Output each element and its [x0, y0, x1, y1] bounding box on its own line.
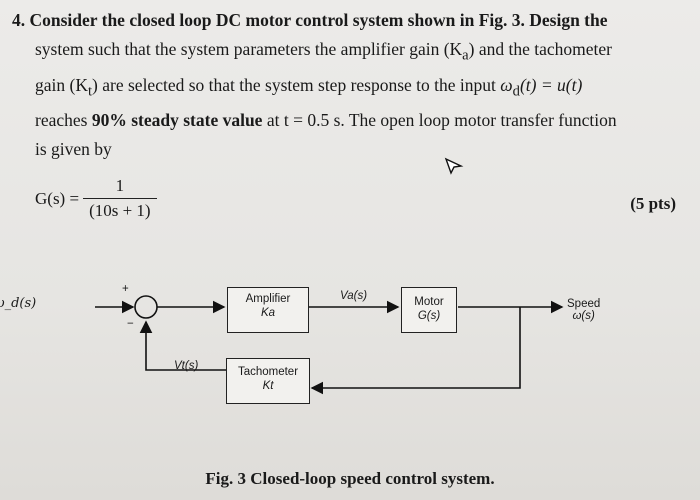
amplifier-title: Amplifier — [245, 293, 291, 305]
amplifier-block: Amplifier Ka — [227, 287, 309, 333]
summing-junction — [134, 295, 158, 319]
mouse-cursor-icon — [444, 157, 464, 175]
transfer-function-equation: G(s) = 1 (10s + 1) — [35, 176, 157, 221]
tachometer-block: Tachometer Kt — [226, 358, 310, 404]
feedback-path-to-sum — [139, 320, 226, 371]
points-label: (5 pts) — [630, 194, 676, 213]
block-diagram — [95, 295, 564, 395]
plus-sign: + — [122, 283, 129, 295]
output-title: Speed — [567, 298, 601, 310]
vt-label: Vt(s) — [174, 360, 199, 372]
va-label: Va(s) — [340, 290, 368, 302]
output-symbol: ω(s) — [572, 310, 595, 322]
problem-statement: 4. Consider the closed loop DC motor con… — [12, 6, 688, 164]
figure-caption: Fig. 3 Closed-loop speed control system. — [205, 469, 495, 488]
equation-fraction: 1 (10s + 1) — [83, 176, 157, 221]
equation-numerator: 1 — [115, 176, 125, 195]
problem-number: 4. — [12, 10, 26, 30]
output-label: Speed ω(s) — [567, 298, 600, 322]
input-label: ω_d(s) — [0, 296, 37, 311]
problem-line-5: is given by — [35, 139, 112, 159]
minus-sign: − — [127, 318, 134, 330]
amplifier-gain: Ka — [260, 307, 276, 319]
problem-line-3: gain (Kt) are selected so that the syste… — [35, 74, 583, 100]
feedback-path-to-tachometer — [310, 307, 521, 395]
tachometer-gain: Kt — [262, 380, 274, 392]
problem-line-4: reaches 90% steady state value at t = 0.… — [35, 110, 617, 130]
motor-transfer-function: G(s) — [417, 310, 441, 322]
motor-title: Motor — [414, 296, 444, 308]
equation-denominator: (10s + 1) — [83, 198, 157, 221]
motor-block: Motor G(s) — [401, 287, 457, 333]
problem-line-2: system such that the system parameters t… — [35, 39, 612, 64]
problem-line-1: 4. Consider the closed loop DC motor con… — [12, 10, 608, 30]
equation-lhs: G(s) = — [35, 188, 80, 208]
figure-reference: Fig. 3. — [478, 10, 525, 30]
tachometer-title: Tachometer — [237, 366, 299, 378]
